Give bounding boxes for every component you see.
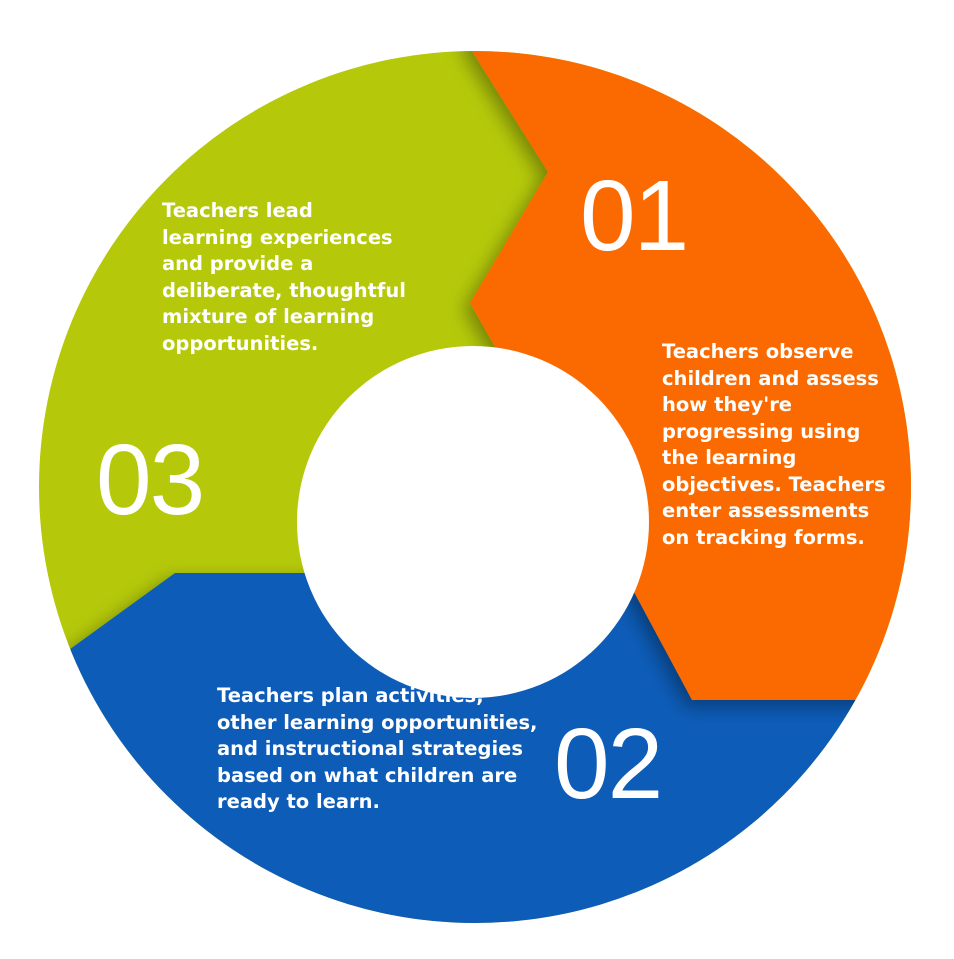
step-01-number: 01	[580, 160, 689, 272]
step-03-description: Teachers lead learning experiences and p…	[162, 199, 406, 355]
center-hole	[297, 346, 649, 698]
step-03-number: 03	[96, 424, 205, 536]
step-02-number: 02	[554, 708, 663, 820]
step-01-description: Teachers observe children and assess how…	[662, 340, 886, 549]
step-02-description: Teachers plan activities, other learning…	[217, 684, 538, 813]
